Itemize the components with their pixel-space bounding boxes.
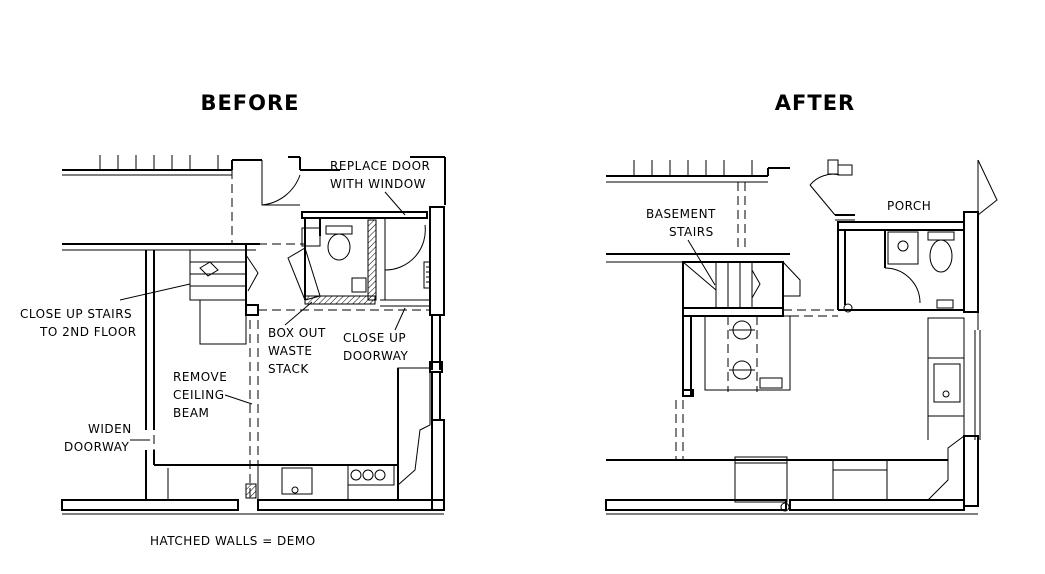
before-note-widen-doorway: WIDEN DOORWAY [64,422,150,454]
before-bottom-wall [61,499,445,515]
svg-text:STAIRS: STAIRS [669,225,714,239]
svg-text:BOX OUT: BOX OUT [268,326,326,340]
before-note-close-stairs: CLOSE UP STAIRS TO 2ND FLOOR [20,283,191,339]
svg-text:CLOSE UP: CLOSE UP [343,331,406,345]
before-note-close-doorway: CLOSE UP DOORWAY [343,307,408,363]
before-top-wall [62,155,446,205]
after-top-wall [606,160,790,250]
svg-text:REPLACE DOOR: REPLACE DOOR [330,159,430,173]
before-legend: HATCHED WALLS = DEMO [150,534,316,548]
after-basement-stairs [606,253,838,317]
before-right-wall [423,206,445,511]
svg-text:WIDEN: WIDEN [88,422,132,436]
before-note-box-out: BOX OUT WASTE STACK [268,301,326,376]
svg-text:STACK: STACK [268,362,309,376]
svg-text:REMOVE: REMOVE [173,370,227,384]
before-title: BEFORE [200,91,299,115]
after-plan: AFTER PORCH [605,91,998,515]
svg-text:TO 2ND FLOOR: TO 2ND FLOOR [39,325,137,339]
svg-text:WASTE: WASTE [268,344,312,358]
before-bath-door-swing [384,224,426,271]
svg-text:DOORWAY: DOORWAY [64,440,129,454]
before-note-replace-door: REPLACE DOOR WITH WINDOW [330,159,430,216]
svg-text:DOORWAY: DOORWAY [343,349,408,363]
after-bathroom [837,221,965,313]
after-dining [682,315,791,397]
svg-text:CEILING: CEILING [173,388,225,402]
before-door-swing [261,160,301,206]
before-left-walls [62,250,155,501]
after-kitchen [690,317,965,512]
after-porch-label: PORCH [887,199,931,213]
before-bathroom [287,211,430,307]
after-right-wall [963,159,998,507]
after-title: AFTER [775,91,855,115]
before-plan: BEFORE [20,91,446,548]
svg-text:WITH WINDOW: WITH WINDOW [330,177,426,191]
after-note-basement-stairs: BASEMENT STAIRS [646,207,716,286]
after-porch-door [809,159,855,221]
svg-text:BASEMENT: BASEMENT [646,207,716,221]
after-dashed-lines [675,315,838,460]
before-note-remove-beam: REMOVE CEILING BEAM [173,370,253,420]
after-bottom-wall [605,459,978,515]
svg-text:BEAM: BEAM [173,406,209,420]
before-dashed-lines [153,170,430,500]
svg-text:CLOSE UP STAIRS: CLOSE UP STAIRS [20,307,132,321]
